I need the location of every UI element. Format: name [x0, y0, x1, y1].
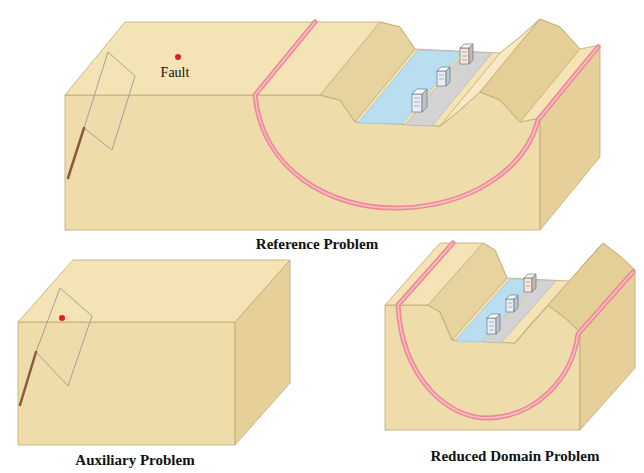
reduced-domain-boundary	[255, 22, 598, 208]
reduced-domain-boundary	[398, 243, 633, 418]
panel-caption: Reduced Domain Problem	[431, 448, 600, 465]
fault-source	[175, 54, 181, 60]
block-top	[385, 243, 635, 343]
reference-block	[65, 19, 600, 230]
building	[487, 314, 500, 334]
building	[524, 274, 536, 292]
fault-label: Fault	[161, 65, 190, 81]
block-top	[65, 19, 600, 126]
building	[506, 295, 518, 312]
fault-trace	[20, 352, 36, 405]
fault-plane-outline	[84, 52, 135, 150]
fault-source	[59, 315, 65, 321]
fault-symbol	[20, 288, 92, 405]
block-front	[65, 92, 540, 230]
hill-shade	[480, 19, 580, 122]
reduced-buildings	[487, 274, 536, 334]
road	[483, 280, 556, 343]
building	[437, 67, 450, 86]
panel-caption: Auxiliary Problem	[75, 452, 194, 469]
block-front	[18, 322, 235, 445]
building	[460, 44, 473, 64]
reduced-block	[385, 243, 635, 430]
fault-plane-outline	[36, 288, 92, 386]
panel-caption: Reference Problem	[256, 236, 378, 253]
auxiliary-block	[18, 260, 290, 445]
building	[412, 89, 427, 112]
reference-buildings	[412, 44, 473, 112]
fault-trace	[68, 128, 84, 178]
road	[405, 52, 492, 126]
